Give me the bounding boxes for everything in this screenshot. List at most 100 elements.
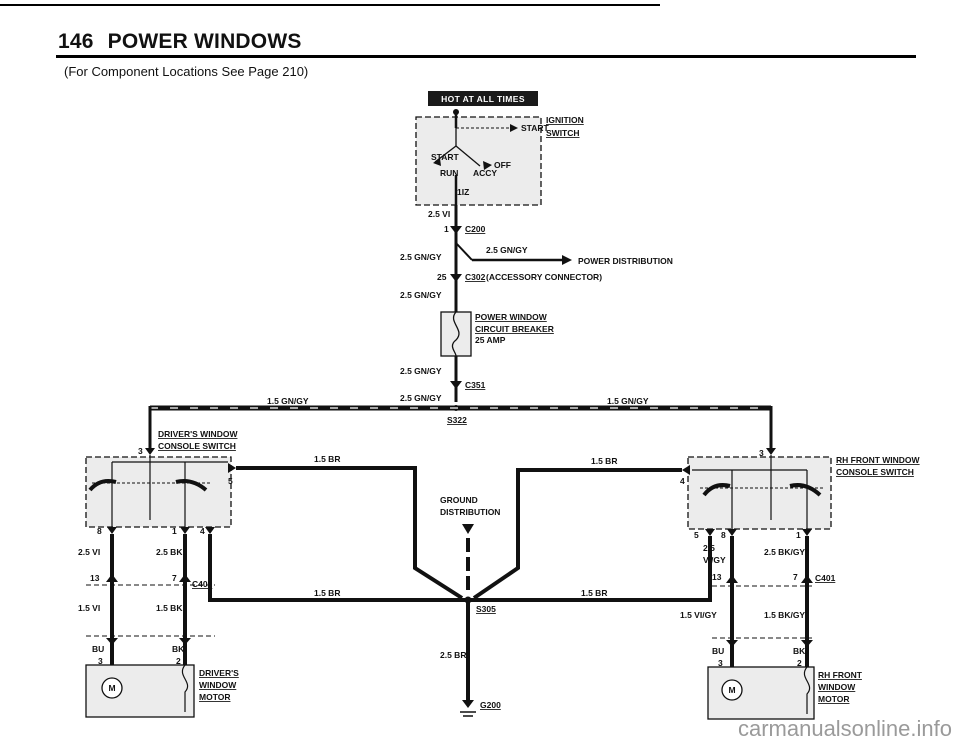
rh-rocker-left-icon	[702, 483, 731, 497]
wire-25-gngy-e-label: 2.5 GN/GY	[400, 393, 442, 403]
c401-conn-b-icon	[801, 575, 813, 583]
rh-pin-7-label: 7	[793, 572, 798, 582]
drv-motor-icon	[101, 677, 123, 699]
rh-motor-icon	[721, 679, 743, 701]
start-l-arrow-icon	[433, 158, 441, 166]
drv-motor-symbol: M	[108, 683, 115, 693]
accy-label: ACCY	[473, 168, 497, 178]
page-subtitle: (For Component Locations See Page 210)	[64, 64, 309, 79]
wire-15-vi-left-label: 1.5 VI	[78, 603, 100, 613]
power-dist-branch	[455, 242, 473, 261]
drv-motor-label-2: WINDOW	[199, 680, 237, 690]
wire-15-br-top-right-label: 1.5 BR	[591, 456, 617, 466]
drv-br-ground-wire	[208, 534, 468, 602]
rh-motor-conn-b-icon	[801, 640, 813, 647]
drv-pin-3-label: 3	[138, 446, 143, 456]
rh-motor-symbol: M	[728, 685, 735, 695]
c402-conn-b-icon	[179, 574, 191, 582]
rh-wire-vigy-label: VI/GY	[703, 555, 726, 565]
rh-switch-pin3-connector-icon	[766, 448, 776, 455]
drv-motor-conn-a-icon	[106, 638, 118, 645]
wire-15-gngy-left-label: 1.5 GN/GY	[267, 396, 309, 406]
circuit-breaker-element-icon	[451, 311, 460, 357]
c401-label: C401	[815, 573, 836, 583]
page-number: 146	[58, 30, 94, 53]
pin-1-label: 1	[444, 224, 449, 234]
drv-switch-pin5-icon	[228, 463, 236, 473]
rh-pin8-connector-icon	[727, 529, 737, 536]
start-position-label: START	[521, 123, 550, 133]
c402-label: C402	[192, 579, 213, 589]
start-l-label: START	[431, 152, 460, 162]
ignition-label: IGNITION	[546, 115, 584, 125]
rh-motor-breaker-icon	[803, 666, 811, 714]
rh-pin5-connector-icon	[705, 529, 715, 536]
circuit-breaker-box	[440, 311, 472, 357]
rh-pin-5-label: 5	[694, 530, 699, 540]
drv-pin4-connector-icon	[205, 527, 215, 534]
drv-motor-pin-3-label: 3	[98, 656, 103, 666]
drv-motor-breaker-icon	[181, 664, 189, 712]
ground-dist-label-1: GROUND	[440, 495, 478, 505]
drv-switch-label-1: DRIVER'S WINDOW	[158, 429, 238, 439]
ground-dist-label-2: DISTRIBUTION	[440, 507, 500, 517]
rh-motor-label-1: RH FRONT	[818, 670, 863, 680]
rh-pin-3-label: 3	[759, 448, 764, 458]
rh-switch-label-1: RH FRONT WINDOW	[836, 455, 921, 465]
drv-pin-4-label: 4	[200, 526, 205, 536]
run-label: RUN	[440, 168, 458, 178]
s305-label: S305	[476, 604, 496, 614]
rh-console-switch-box	[687, 456, 832, 530]
drivers-console-switch-box	[85, 456, 232, 528]
c351-label: C351	[465, 380, 486, 390]
g200-connector-icon	[462, 700, 474, 708]
pw-cb-label-1: POWER WINDOW	[475, 312, 548, 322]
wire-25-gngy-a-label: 2.5 GN/GY	[400, 252, 442, 262]
wire-15-br-bot-left-label: 1.5 BR	[314, 588, 340, 598]
wire-15-vigy-right-label: 1.5 VI/GY	[680, 610, 717, 620]
ground-dist-arrow-icon	[462, 524, 474, 534]
drv-switch-label-2: CONSOLE SWITCH	[158, 441, 236, 451]
accessory-connector-label: (ACCESSORY CONNECTOR)	[486, 272, 602, 282]
off-arrow-icon	[483, 161, 492, 170]
top-rule	[0, 4, 660, 6]
rh-switch-label-2: CONSOLE SWITCH	[836, 467, 914, 477]
rh-rocker-right-icon	[789, 483, 822, 497]
drv-pin-5-label: 5	[228, 476, 233, 486]
wire-15-bkgy-right-label: 1.5 BK/GY	[764, 610, 805, 620]
rh-motor-pin-3-label: 3	[718, 658, 723, 668]
wire-15-br-top-left-label: 1.5 BR	[314, 454, 340, 464]
power-distribution-label: POWER DISTRIBUTION	[578, 256, 673, 266]
drv-rocker-left-icon	[88, 479, 117, 492]
rh-motor-pin-2-label: 2	[797, 658, 802, 668]
drv-pin-13-label: 13	[90, 573, 100, 583]
pin-25-label: 25	[437, 272, 447, 282]
drv-rocker-right-icon	[175, 479, 208, 492]
drv-bk-label: BK	[172, 644, 185, 654]
drv-motor-label-1: DRIVER'S	[199, 668, 239, 678]
off-label: OFF	[494, 160, 511, 170]
switch-wiper	[455, 145, 481, 167]
s322-label: S322	[447, 415, 467, 425]
wire-25-vi-left-label: 2.5 VI	[78, 547, 100, 557]
watermark: carmanualsonline.info	[737, 716, 952, 741]
g200-label: G200	[480, 700, 501, 710]
wire-15-br-bot-right-label: 1.5 BR	[581, 588, 607, 598]
ground-dist-seg-2	[466, 557, 470, 571]
rh-motor-label-2: WINDOW	[818, 682, 856, 692]
drv-motor-pin-2-label: 2	[176, 656, 181, 666]
wire-25-bk-left-label: 2.5 BK	[156, 547, 183, 557]
wire-15-gngy-right-label: 1.5 GN/GY	[607, 396, 649, 406]
c401-conn-a-icon	[726, 575, 738, 583]
start-arrow-icon	[510, 124, 518, 132]
c402-conn-a-icon	[106, 574, 118, 582]
drv-motor-conn-b-icon	[179, 638, 191, 645]
rh-wire-25-label: 2.5	[703, 543, 715, 553]
c200-label: C200	[465, 224, 486, 234]
wire-25-bkgy-right-label: 2.5 BK/GY	[764, 547, 805, 557]
rh-bu-label: BU	[712, 646, 724, 656]
drv-motor-label-3: MOTOR	[199, 692, 230, 702]
title-rule	[56, 55, 916, 58]
